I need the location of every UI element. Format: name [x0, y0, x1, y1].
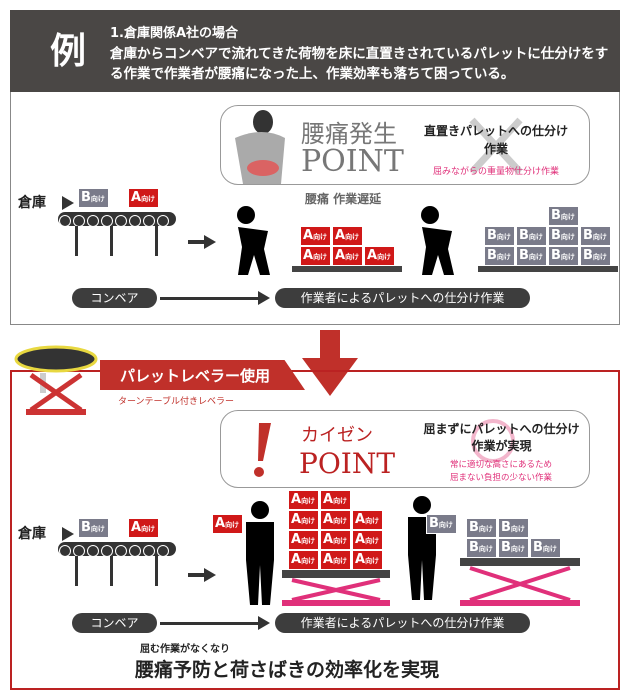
box-a: A向け: [332, 246, 363, 266]
warehouse-label: 倉庫: [18, 195, 46, 211]
box-a: A向け: [288, 550, 319, 570]
back-pain-person-icon: [235, 110, 285, 184]
box-b: B向け: [484, 226, 515, 246]
result-headline: 腰痛予防と荷さばきの効率化を実現: [135, 659, 440, 681]
box-b: B向け: [466, 538, 497, 558]
point-title: カイゼン: [301, 425, 373, 446]
arrow-head: [258, 616, 270, 630]
banner-subtitle: ターンテーブル付きレベラー: [118, 397, 235, 407]
box-a: A向け: [320, 490, 351, 510]
conveyor-leg: [155, 556, 158, 586]
box-a: A向け: [352, 530, 383, 550]
case-description: 倉庫からコンベアで流れてきた荷物を床に直置きされているパレットに仕分けをする作業…: [110, 46, 609, 82]
box-b: B向け: [580, 246, 611, 266]
box-a: A向け: [320, 530, 351, 550]
down-arrow-icon: [302, 330, 358, 396]
arrow-icon: [160, 622, 260, 625]
box-b: B向け: [498, 518, 529, 538]
arrow-icon: [62, 527, 74, 541]
after-point-panel: カイゼン POINT 屈まずにパレットへの仕分け作業が実現 常に適切な高さにある…: [220, 410, 590, 488]
circle-mark-icon: [471, 419, 515, 463]
example-mark: 例: [50, 31, 87, 72]
box-b: B向け: [466, 518, 497, 538]
worker-bending-icon: [421, 206, 454, 275]
box-b: B向け: [580, 226, 611, 246]
conveyor: [58, 542, 176, 557]
box-b: B向け: [548, 246, 579, 266]
point-label: POINT: [299, 447, 396, 480]
box-a: A向け: [364, 246, 395, 266]
conveyor-leg: [75, 226, 78, 256]
result-small: 屈む作業がなくなり: [140, 644, 230, 655]
sorting-label: 作業者によるパレットへの仕分け作業: [275, 288, 530, 308]
box-b: B向け: [530, 538, 561, 558]
point-sub-text: 屈みながらの重量物仕分け作業: [432, 167, 559, 177]
x-mark-icon: [469, 117, 523, 175]
pallet-leveler-banner: パレットレベラー使用: [100, 360, 305, 390]
arrow-head: [204, 568, 216, 582]
box-b: B向け: [516, 246, 547, 266]
conveyor-leg: [110, 556, 113, 586]
issue-label: 腰痛 作業遅延: [305, 192, 382, 206]
box-a: A向け: [320, 510, 351, 530]
arrow-icon: [188, 573, 206, 577]
turntable-leveler-icon: [14, 345, 98, 415]
conveyor-label: コンベア: [72, 613, 157, 633]
warehouse-label: 倉庫: [18, 526, 46, 542]
point-sub-text: 常に適切な高さにあるため: [449, 460, 552, 470]
after-section: [10, 370, 620, 690]
point-title: 腰痛発生: [301, 120, 397, 148]
conveyor-label: コンベア: [72, 288, 157, 308]
box-a: A向け: [320, 550, 351, 570]
scissor-lift: [282, 570, 390, 606]
before-section: [10, 92, 620, 325]
worker-standing-icon: [408, 496, 436, 600]
scissor-lift: [460, 558, 580, 606]
box-a: A向け: [300, 226, 331, 246]
point-sub-text: 屈まない負担の少ない作業: [449, 473, 552, 483]
pallet: [292, 266, 402, 272]
conveyor-leg: [155, 226, 158, 256]
box-a: A向け: [332, 226, 363, 246]
arrow-icon: [62, 196, 74, 210]
arrow-head: [258, 291, 270, 305]
arrow-icon: [160, 297, 260, 300]
conveyor-leg: [110, 226, 113, 256]
box-a: A向け: [352, 510, 383, 530]
box-a: A向け: [288, 530, 319, 550]
box-b: B向け: [484, 246, 515, 266]
header-banner: 例 1.倉庫関係A社の場合 倉庫からコンベアで流れてきた荷物を床に直置きされてい…: [10, 10, 620, 92]
box-a: A向け: [288, 510, 319, 530]
pallet: [478, 266, 618, 272]
conveyor-leg: [75, 556, 78, 586]
point-main-text: 直置きパレットへの仕分け作業: [423, 124, 568, 156]
conveyor: [58, 212, 176, 227]
before-point-panel: 腰痛発生 POINT 直置きパレットへの仕分け作業 屈みながらの重量物仕分け作業: [220, 105, 590, 185]
box-a: A向け: [352, 550, 383, 570]
box-b: B向け: [78, 518, 109, 538]
exclamation-icon: [254, 423, 271, 477]
box-a: A向け: [300, 246, 331, 266]
box-b: B向け: [516, 226, 547, 246]
worker-bending-icon: [237, 206, 270, 275]
box-b: B向け: [426, 514, 457, 534]
box-a: A向け: [288, 490, 319, 510]
sorting-label: 作業者によるパレットへの仕分け作業: [275, 613, 530, 633]
point-main-text: 屈まずにパレットへの仕分け作業が実現: [423, 422, 580, 453]
case-title: 1.倉庫関係A社の場合: [110, 26, 239, 41]
box-a: A向け: [128, 188, 159, 208]
box-b: B向け: [548, 226, 579, 246]
box-b: B向け: [548, 206, 579, 226]
arrow-head: [204, 235, 216, 249]
box-a: A向け: [128, 518, 159, 538]
box-b: B向け: [498, 538, 529, 558]
point-label: POINT: [301, 144, 404, 179]
worker-standing-icon: [246, 501, 274, 605]
box-b: B向け: [78, 188, 109, 208]
arrow-icon: [188, 240, 206, 244]
box-a: A向け: [212, 514, 243, 534]
